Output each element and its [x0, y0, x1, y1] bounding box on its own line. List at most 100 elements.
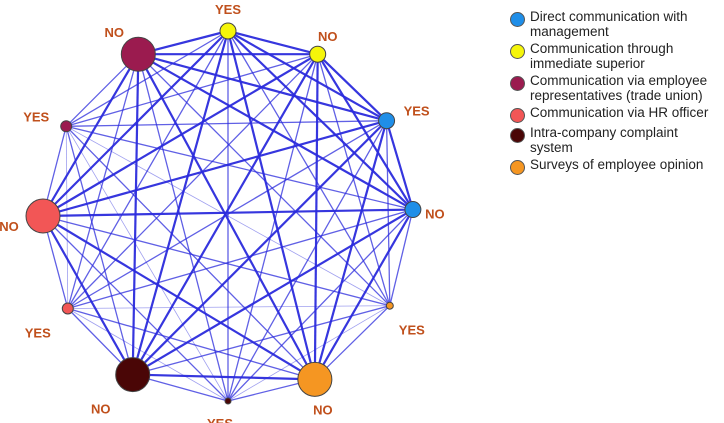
edge — [67, 54, 139, 309]
edge — [67, 305, 390, 309]
edge — [389, 209, 414, 306]
legend-swatch — [510, 44, 525, 59]
edge — [65, 30, 229, 127]
edge — [67, 307, 316, 380]
legend-swatch — [510, 76, 525, 91]
edges-layer — [42, 29, 414, 402]
node-n1 — [378, 112, 396, 130]
legend-label: Communication via HR officer — [530, 105, 709, 120]
edge — [313, 120, 388, 380]
legend-label: Intra-company complaint system — [530, 125, 678, 155]
edge — [137, 54, 229, 402]
node-label: NO — [105, 25, 125, 40]
edge — [227, 30, 391, 307]
edge — [137, 53, 391, 307]
edge — [66, 120, 387, 127]
node-label: YES — [399, 323, 425, 338]
node-label: YES — [207, 416, 233, 423]
edge — [67, 30, 229, 309]
edge — [131, 119, 388, 376]
legend-swatch — [510, 160, 525, 175]
legend-item: Surveys of employee opinion — [510, 157, 722, 175]
edge — [131, 54, 140, 375]
edge — [67, 208, 414, 310]
node-label: NO — [318, 29, 338, 44]
legend-label: Communication through immediate superior — [530, 41, 674, 71]
edge — [42, 208, 413, 218]
edge — [66, 53, 318, 127]
legend-item: Direct communication with management — [510, 9, 722, 39]
legend-swatch — [510, 12, 525, 27]
edge — [67, 120, 387, 310]
labels-layer: YESNOYESNOYESNOYESNOYESNOYESNO — [0, 2, 445, 423]
edge — [42, 215, 390, 307]
legend-item: Communication via HR officer — [510, 105, 722, 123]
node-n4 — [309, 45, 327, 63]
node-n10 — [115, 357, 151, 393]
node-n2 — [404, 201, 422, 219]
edge — [227, 209, 414, 402]
edge — [227, 29, 318, 56]
node-label: YES — [215, 2, 241, 17]
legend-label: Communication via employee representativ… — [530, 73, 708, 103]
edge — [66, 125, 414, 211]
edge — [65, 126, 69, 309]
edge — [42, 53, 319, 217]
edge — [227, 30, 388, 122]
edge — [67, 53, 319, 309]
edge — [67, 308, 229, 402]
edge — [226, 30, 316, 380]
edge — [137, 53, 316, 380]
edge — [137, 53, 414, 211]
node-n5 — [60, 120, 73, 133]
edge — [42, 215, 134, 376]
edge — [42, 215, 316, 381]
edge — [227, 30, 414, 211]
node-label: NO — [91, 402, 111, 417]
edge — [65, 126, 229, 402]
edge — [227, 54, 319, 402]
legend-item: Intra-company complaint system — [510, 125, 722, 155]
node-label: NO — [313, 402, 333, 417]
legend-item: Communication via employee representativ… — [510, 73, 722, 103]
node-n12 — [297, 361, 333, 397]
edge — [316, 53, 414, 211]
legend-item: Communication through immediate superior — [510, 41, 722, 71]
nodes-layer — [25, 22, 422, 405]
edge — [316, 53, 388, 122]
node-label: NO — [425, 207, 445, 222]
node-n7 — [61, 302, 74, 315]
edge — [132, 373, 315, 381]
edge — [313, 208, 414, 380]
edge — [65, 126, 134, 375]
edge — [138, 53, 387, 122]
legend-swatch — [510, 108, 525, 123]
edge — [385, 120, 414, 210]
node-n9 — [224, 397, 232, 405]
node-label: YES — [25, 326, 51, 341]
network-diagram: YESNOYESNOYESNOYESNOYESNOYESNO — [0, 2, 445, 423]
edge — [314, 305, 391, 380]
edge — [227, 120, 388, 402]
edge — [132, 305, 390, 376]
node-n11 — [385, 301, 394, 310]
edge — [42, 215, 229, 402]
node-label: YES — [23, 109, 49, 124]
node-label: NO — [0, 219, 19, 234]
node-n3 — [219, 22, 237, 40]
edge — [66, 125, 390, 307]
edge — [385, 120, 391, 306]
edge — [42, 30, 229, 217]
legend-label: Direct communication with management — [530, 9, 688, 39]
edge — [65, 125, 316, 380]
node-n8 — [25, 198, 61, 234]
edge — [42, 119, 387, 218]
edge — [131, 30, 230, 375]
edge — [42, 53, 140, 217]
edge — [132, 208, 414, 376]
node-n6 — [120, 36, 156, 72]
legend-label: Surveys of employee opinion — [530, 157, 704, 172]
edge — [227, 305, 391, 402]
legend: Direct communication with management Com… — [510, 9, 722, 178]
legend-swatch — [510, 128, 525, 143]
